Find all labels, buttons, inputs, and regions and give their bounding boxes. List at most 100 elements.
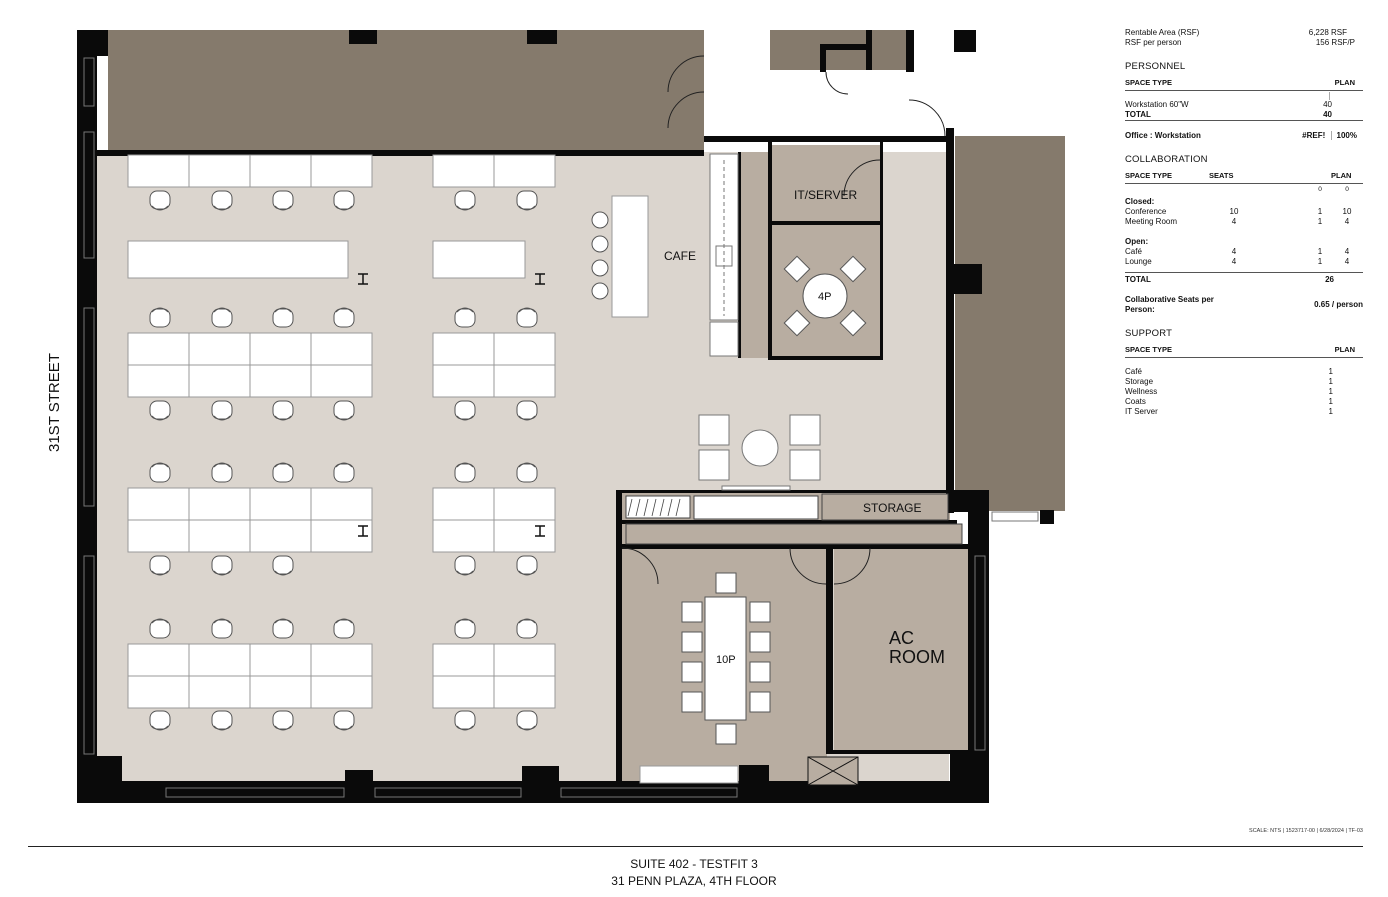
office-workstation-label: Office : Workstation [1125,131,1201,140]
personnel-col-type: SPACE TYPE [1125,78,1172,87]
workstation-chair [333,710,355,731]
workstation-chair [454,555,476,576]
ac-room-label-line1: AC [889,628,914,648]
rsf-per-person-value: 156 RSF/P [1315,38,1355,47]
it-server-room [772,145,880,223]
rsf-per-person-row: RSF per person 156 RSF/P [1125,38,1363,48]
workstation-desk [493,643,556,677]
workstation-desk [493,519,556,553]
shaft-box [807,756,859,786]
support-row-type: Café [1125,367,1142,376]
collab-sub-spacer-3 [1259,185,1309,195]
collab-row-b: 4 [1344,257,1350,266]
workstation-desk [310,487,373,521]
workstation-desk [127,332,190,366]
workstation-chair [516,710,538,731]
personnel-header: SPACE TYPE PLAN [1125,78,1363,91]
partition-markers [358,273,761,537]
support-row-type: Storage [1125,377,1154,386]
workstation-desk [493,154,556,188]
workstation-desk [188,675,251,709]
collab-per-person-label: Collaborative Seats per Person: [1125,295,1214,314]
collab-row-spacer [1259,217,1309,227]
collab-total-value: 26 [1325,275,1334,284]
collab-row-b: 10 [1342,207,1352,216]
collab-subheader: 0 0 [1125,185,1363,195]
collab-row-spacer [1259,247,1309,257]
workstation-desk [493,675,556,709]
collab-row-b: 4 [1344,217,1350,226]
personnel-title: PERSONNEL [1125,61,1186,72]
support-row-plan: 1 [1328,397,1333,406]
collab-row-b: 4 [1344,247,1350,256]
workstation-chair [516,307,538,328]
conference-table-10p [681,572,771,745]
collab-total-row: TOTAL 26 [1125,275,1363,285]
workstation-desk [127,154,190,188]
storage-label: STORAGE [863,501,921,515]
personnel-total-value: 40 [1323,110,1332,119]
personnel-row-plan: 40 [1323,100,1332,109]
scale-note: SCALE: NTS | 1523717-00 | 6/28/2024 | TF… [1249,828,1363,834]
workstation-desk [127,519,190,553]
office-workstation-value-a: #REF! [1302,131,1326,140]
support-col-type: SPACE TYPE [1125,345,1172,354]
collab-row-seats: 4 [1231,257,1237,266]
workstation-chair [149,555,171,576]
title-block-rule [28,846,1363,847]
collab-row-type: Conference [1125,207,1167,216]
workstation-desk [432,519,495,553]
workstation-desk [493,487,556,521]
personnel-total-row: TOTAL 40 [1125,110,1363,121]
workstation-desk [249,332,312,366]
program-summary-panel: Rentable Area (RSF) 6,228 RSF RSF per pe… [1125,28,1363,417]
workstation-chair [149,710,171,731]
workstation-chair [272,462,294,483]
workstation-desk [188,154,251,188]
workstation-desk [432,332,495,366]
workstation-desk [188,643,251,677]
drawing-title: SUITE 402 - TESTFIT 3 [630,857,758,871]
support-row-type: Wellness [1125,387,1158,396]
workstation-chair [272,400,294,421]
office-workstation-values: #REF! 100% [1302,131,1363,141]
workstation-desk [493,364,556,398]
collab-row-type: Café [1125,247,1142,256]
workstation-chair [516,462,538,483]
collab-header-spacer [1259,171,1309,181]
collab-col-type: SPACE TYPE [1125,171,1172,180]
personnel-col-plan: PLAN [1334,78,1355,87]
workstation-chair [211,190,233,211]
support-row-plan: 1 [1328,407,1333,416]
workstation-chair [454,462,476,483]
building-core-east [955,136,1065,511]
personnel-row: Workstation 60"W 40 [1125,100,1363,110]
drawing-subtitle: 31 PENN PLAZA, 4TH FLOOR [611,874,777,888]
workstation-chair [516,400,538,421]
collab-row-a: 1 [1317,217,1323,226]
workstation-desk [188,332,251,366]
workstation-chair [211,618,233,639]
workstation-chair [454,710,476,731]
workstation-chair [149,462,171,483]
workstation-desk [310,332,373,366]
workstation-chair [272,555,294,576]
workstation-chair [333,462,355,483]
workstation-desk [432,487,495,521]
workstation-desk [249,154,312,188]
coat-hangers [627,498,681,517]
workstation-chair [333,618,355,639]
workstation-chair [333,400,355,421]
rentable-area-row: Rentable Area (RSF) 6,228 RSF [1125,28,1363,38]
workstation-desk [249,675,312,709]
collab-row-seats: 10 [1229,207,1239,216]
collab-sub-a: 0 [1318,186,1322,193]
rentable-area-value: 6,228 RSF [1308,28,1347,37]
workstation-desk [432,675,495,709]
collab-row-spacer [1259,207,1309,217]
support-row-plan: 1 [1328,387,1333,396]
workstation-chair [149,307,171,328]
cafe-label: CAFE [664,249,696,263]
